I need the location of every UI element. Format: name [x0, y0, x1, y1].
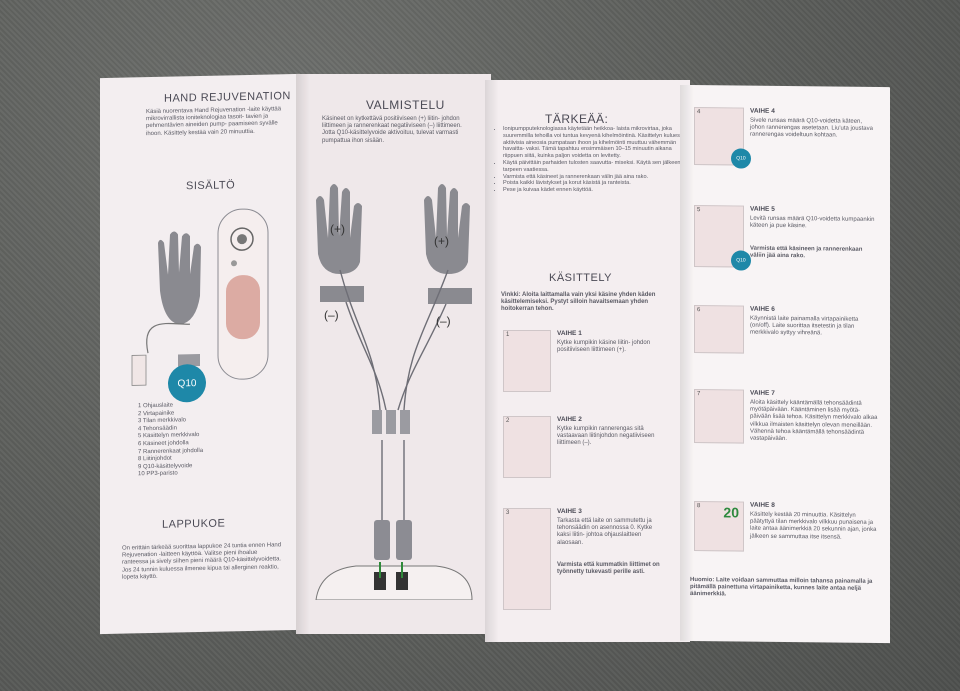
important-item: Ionipumpputeknologiassa käytetään heikko…	[503, 126, 687, 160]
step5-note: Varmista että käsineen ja rannerenkaan v…	[750, 245, 863, 260]
q10-badge: Q10	[168, 363, 206, 403]
panel-intro: HAND REJUVENATION Käsiä nuorentava Hand …	[100, 73, 300, 635]
tip-text: Vinkki: Aloita laittamalla vain yksi käs…	[501, 292, 656, 313]
step8-image: 8 20	[694, 501, 744, 552]
step5-title: VAIHE 5	[750, 205, 775, 213]
step-number: 5	[697, 207, 701, 214]
patch-test-text: On erittäin tärkeää suorittaa lappukoe 2…	[122, 542, 282, 581]
band-right-minus-label: (–)	[436, 314, 451, 328]
q10-badge: Q10	[731, 250, 751, 271]
parts-list: 1 Ohjauslaite 2 Virtapainike 3 Tilan mer…	[138, 402, 203, 479]
glove-left-plus-label: (+)	[330, 222, 345, 236]
preparation-text: Käsineet on kytkettävä positiiviseen (+)…	[322, 116, 462, 144]
step3-image: 3	[503, 508, 551, 610]
fold-shadow	[485, 80, 499, 642]
band-left-minus-label: (–)	[324, 308, 339, 322]
step3-title: VAIHE 3	[557, 508, 582, 515]
step1-image: 1	[503, 330, 551, 392]
step5-text: Levitä runsas määrä Q10-voidetta kumpaan…	[750, 215, 875, 230]
panel-important: TÄRKEÄÄ: Ionipumpputeknologiassa käytetä…	[485, 80, 690, 642]
important-item: Poista kaikki lävistykset ja korut käsis…	[503, 180, 687, 187]
step-number: 4	[697, 109, 701, 116]
step-number: 3	[506, 510, 510, 516]
step6-text: Käynnistä laite painamalla virtapainiket…	[750, 315, 859, 337]
step-number: 7	[697, 391, 701, 398]
step4-image: 4 Q10	[694, 107, 751, 169]
step6-image: 6	[694, 305, 744, 354]
step5-image: 5 Q10	[694, 205, 751, 271]
step2-image: 2	[503, 416, 551, 478]
contents-illustration	[131, 208, 269, 386]
important-item: Käytä päivittäin parhaiden tulosten saav…	[503, 160, 687, 174]
fold-shadow	[296, 74, 310, 634]
step4-text: Sivele runsas määrä Q10-voidetta käteen,…	[750, 117, 873, 139]
step-number: 8	[697, 503, 701, 510]
step3-note: Varmista että kummatkin liittimet on työ…	[557, 562, 660, 576]
important-item: Pese ja kuivaa kädet ennen käyttöä.	[503, 187, 687, 194]
q10-badge: Q10	[731, 148, 751, 169]
panel-preparation: VALMISTELU Käsineet on kytkettävä positi…	[296, 74, 491, 634]
step-number: 1	[506, 332, 510, 338]
step1-title: VAIHE 1	[557, 330, 582, 337]
patch-test-title: LAPPUKOE	[162, 517, 226, 531]
step-number: 2	[506, 418, 510, 424]
panel-steps: 4 Q10 VAIHE 4 Sivele runsas määrä Q10-vo…	[680, 84, 890, 644]
contents-title: SISÄLTÖ	[186, 179, 236, 193]
parts-list-item: 10 PP3-paristo	[138, 470, 178, 478]
fold-shadow	[680, 84, 694, 642]
panel1-title: HAND REJUVENATION	[164, 90, 291, 105]
step2-title: VAIHE 2	[557, 416, 582, 423]
step7-title: VAIHE 7	[750, 389, 775, 397]
important-item: Varmista että käsineet ja rannerenkaan v…	[503, 174, 687, 181]
step2-text: Kytke kumpikin rannerengas sitä vastaava…	[557, 426, 655, 447]
timer-display: 20	[723, 504, 739, 521]
treatment-title: KÄSITTELY	[549, 272, 612, 284]
important-title: TÄRKEÄÄ:	[545, 112, 609, 126]
step4-title: VAIHE 4	[750, 107, 775, 115]
step8-title: VAIHE 8	[750, 501, 775, 509]
step8-text: Käsittely kestää 20 minuuttia. Käsittely…	[750, 511, 877, 541]
important-list: Ionipumpputeknologiassa käytetään heikko…	[491, 126, 687, 194]
preparation-title: VALMISTELU	[366, 98, 445, 112]
connection-diagram	[315, 184, 473, 600]
step6-title: VAIHE 6	[750, 305, 775, 313]
step-number: 6	[697, 307, 701, 314]
step3-text: Tarkasta että laite on sammutettu ja teh…	[557, 518, 653, 546]
step7-image: 7	[694, 389, 744, 444]
glove-right-plus-label: (+)	[434, 234, 449, 248]
step7-text: Aloita käsittely kääntämällä tehonsäädin…	[750, 399, 878, 443]
footnote: Huomio: Laite voidaan sammuttaa milloin …	[690, 577, 873, 598]
step1-text: Kytke kumpikin käsine liitin- johdon pos…	[557, 340, 651, 354]
panel1-intro-text: Käsiä nuorentava Hand Rejuvenation -lait…	[146, 106, 282, 137]
